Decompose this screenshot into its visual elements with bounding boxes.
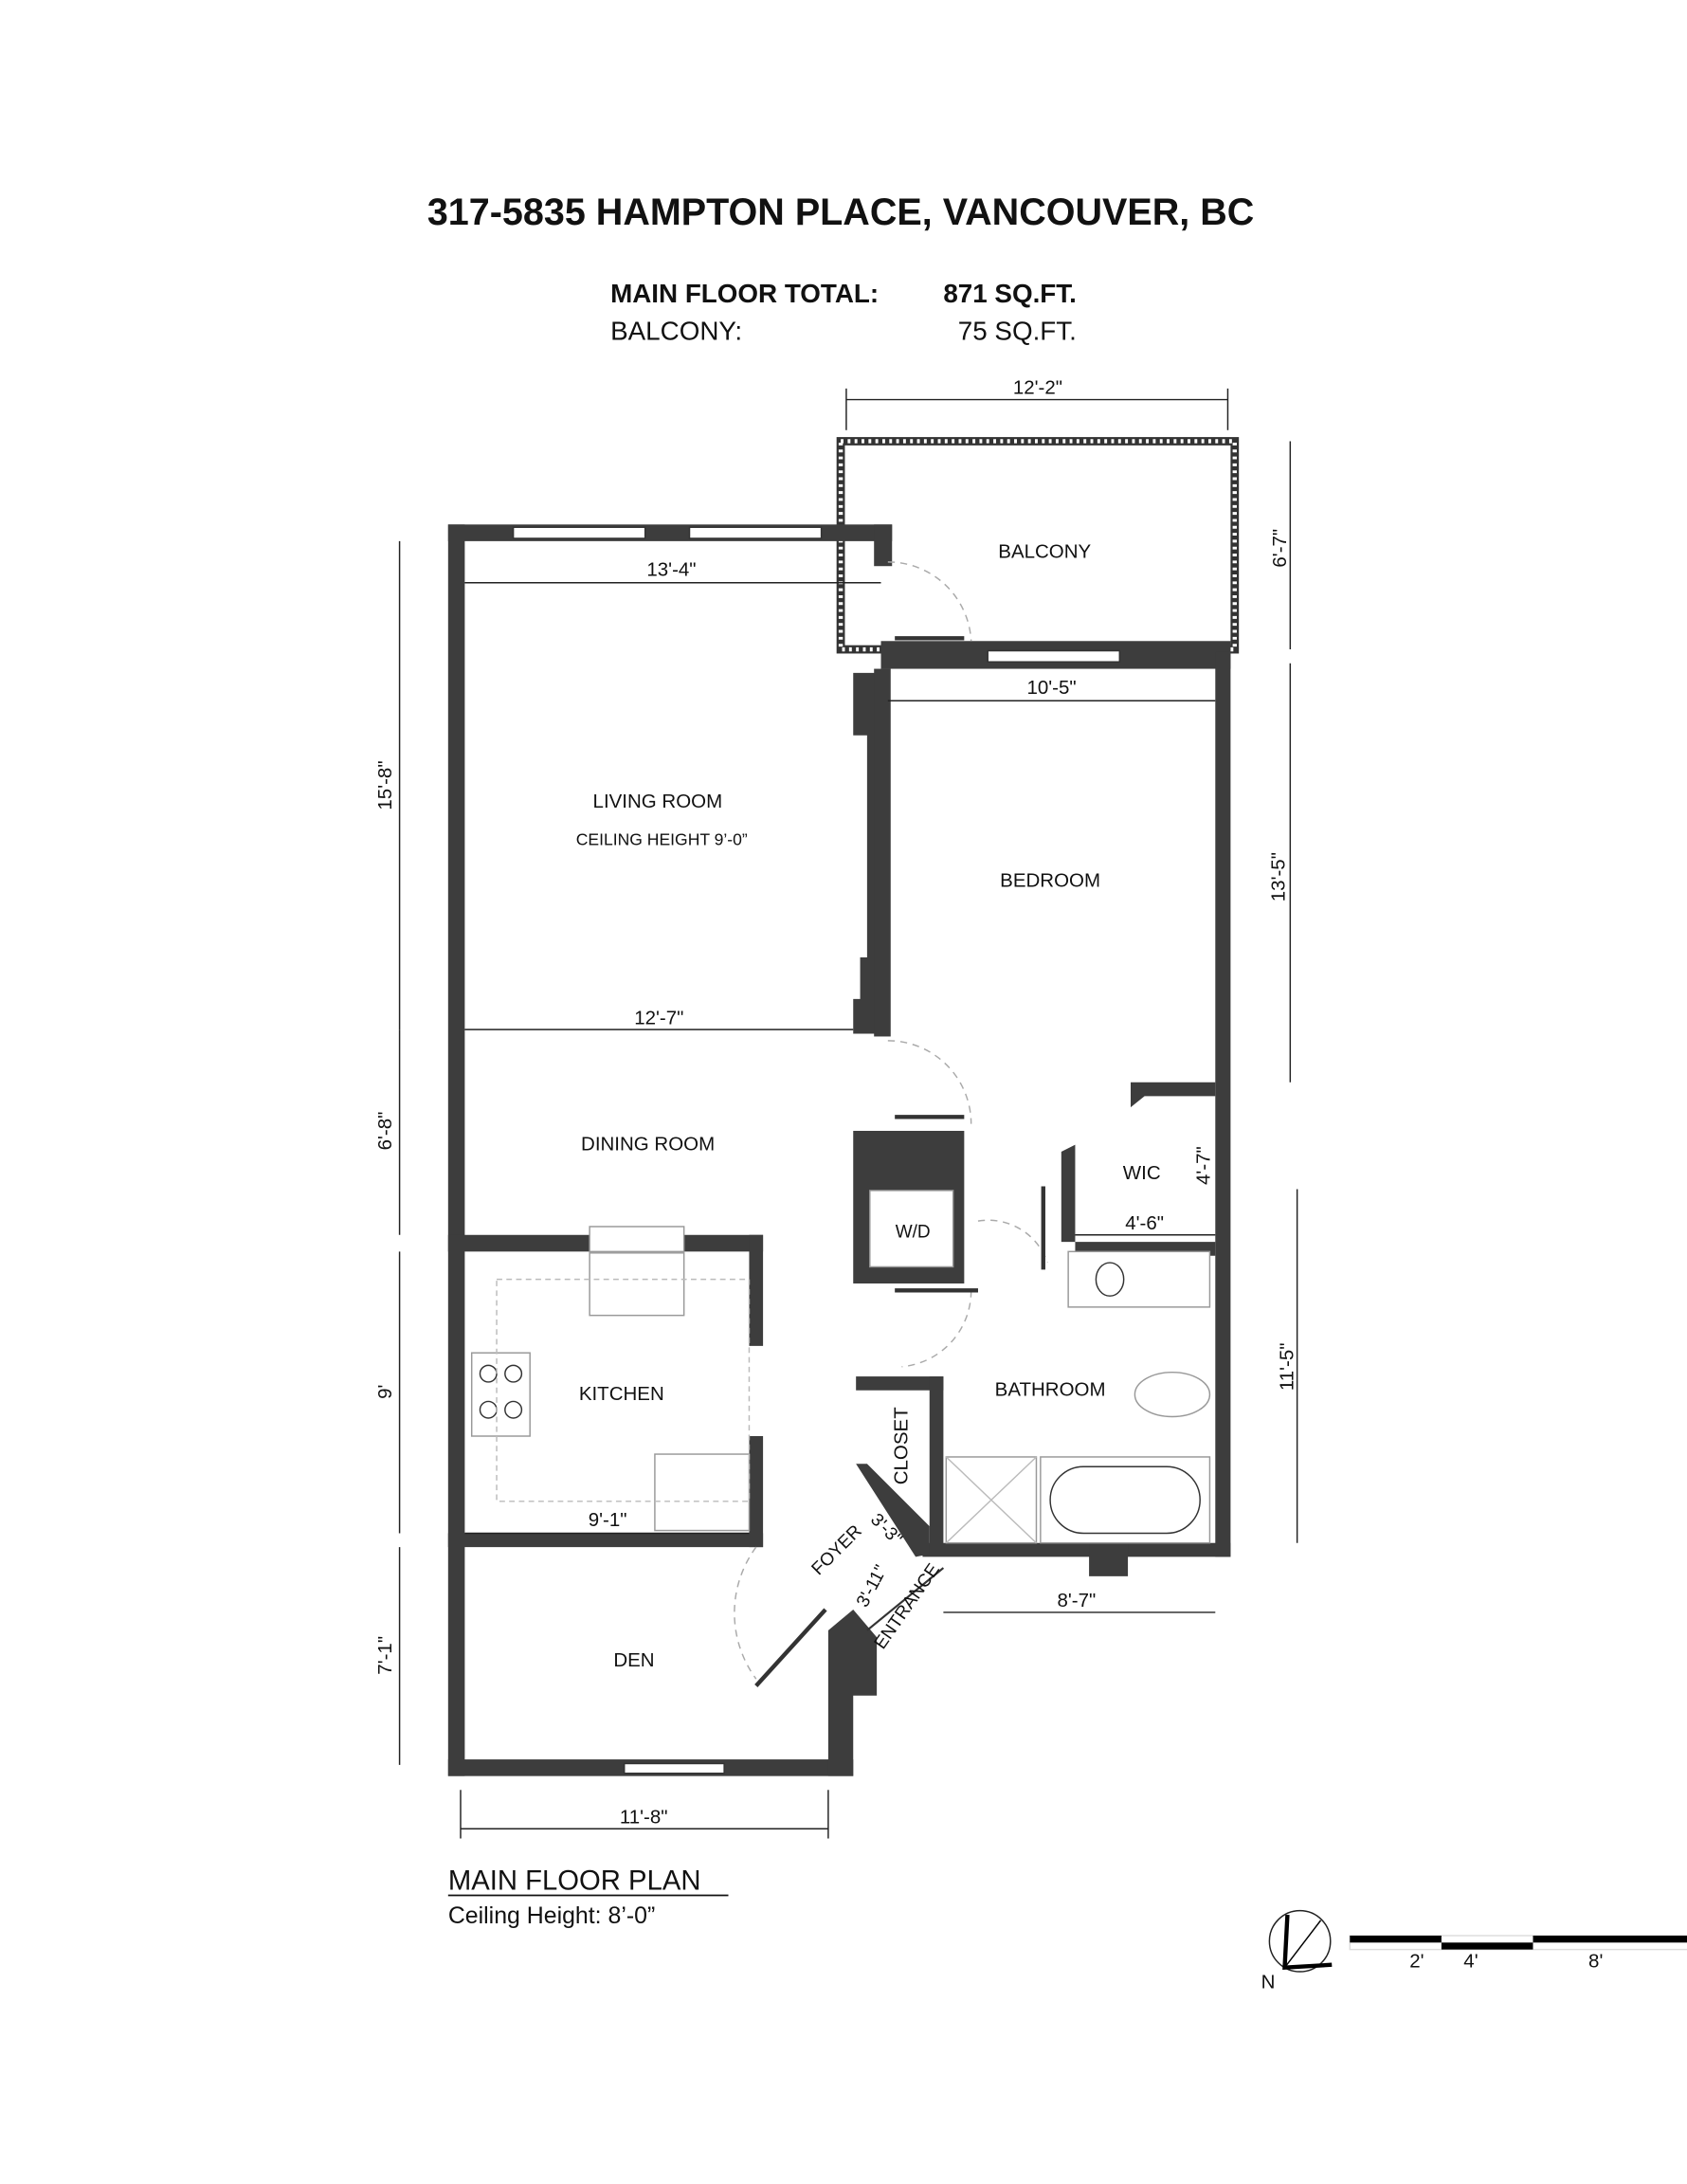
dim-dining-height: 6'-8" [374,1112,396,1151]
room-bedroom: BEDROOM [1000,869,1100,891]
fixtures [470,1226,1211,1544]
scale-bar [1349,1935,1687,1951]
walls [447,524,1231,1776]
dim-bath-height: 11'-5" [1276,1342,1297,1391]
main-floor-label: MAIN FLOOR TOTAL: [610,279,879,308]
dim-living-width: 13'-4" [646,558,696,580]
plan-title: MAIN FLOOR PLAN [448,1866,701,1897]
balcony-area-value: 75 SQ.FT. [958,317,1077,346]
room-den: DEN [613,1649,654,1671]
dim-balcony-height: 6'-7" [1269,529,1291,568]
dim-foyer-b: 3'-11" [853,1562,892,1611]
dim-kitchen-width: 9'-1" [589,1509,627,1531]
dim-kitchen-height: 9' [374,1385,396,1399]
dim-living-height: 15'-8" [374,760,396,810]
room-closet: CLOSET [890,1407,912,1484]
room-living: LIVING ROOM [593,791,723,812]
page-title: 317-5835 HAMPTON PLACE, VANCOUVER, BC [427,191,1254,233]
room-balcony: BALCONY [998,540,1091,562]
windows [512,526,1121,1774]
dim-den-width: 11'-8" [620,1806,668,1828]
scale-2ft: 2' [1409,1951,1424,1973]
dim-dining-width: 12'-7" [634,1007,683,1028]
dim-wic-width: 4'-6" [1125,1212,1164,1234]
plan-ceiling-height: Ceiling Height: 8’-0” [448,1902,655,1929]
room-foyer: FOYER [808,1521,866,1579]
door-swings [734,561,1048,1687]
room-kitchen: KITCHEN [579,1383,664,1405]
dim-wic-height: 4'-7" [1192,1146,1214,1185]
room-dining: DINING ROOM [581,1133,715,1155]
room-wic: WIC [1123,1162,1161,1184]
dim-bedroom-width: 10'-5" [1026,677,1076,699]
balcony-area-label: BALCONY: [610,317,742,346]
dimension-lines [398,388,1298,1839]
north-compass-icon [1268,1909,1333,1973]
room-living-ceiling: CEILING HEIGHT 9’-0” [576,829,748,848]
room-wd: W/D [896,1223,931,1243]
scale-8ft: 8' [1588,1951,1603,1973]
dim-bedroom-height: 13'-5" [1267,852,1289,901]
dim-balcony-width: 12'-2" [1013,377,1062,399]
dim-bath-width: 8'-7" [1058,1590,1097,1611]
compass-label: N [1261,1972,1276,1993]
main-floor-value: 871 SQ.FT. [943,279,1077,308]
room-bathroom: BATHROOM [995,1379,1106,1401]
dim-den-height: 7'-1" [374,1636,396,1675]
scale-4ft: 4' [1463,1951,1478,1973]
